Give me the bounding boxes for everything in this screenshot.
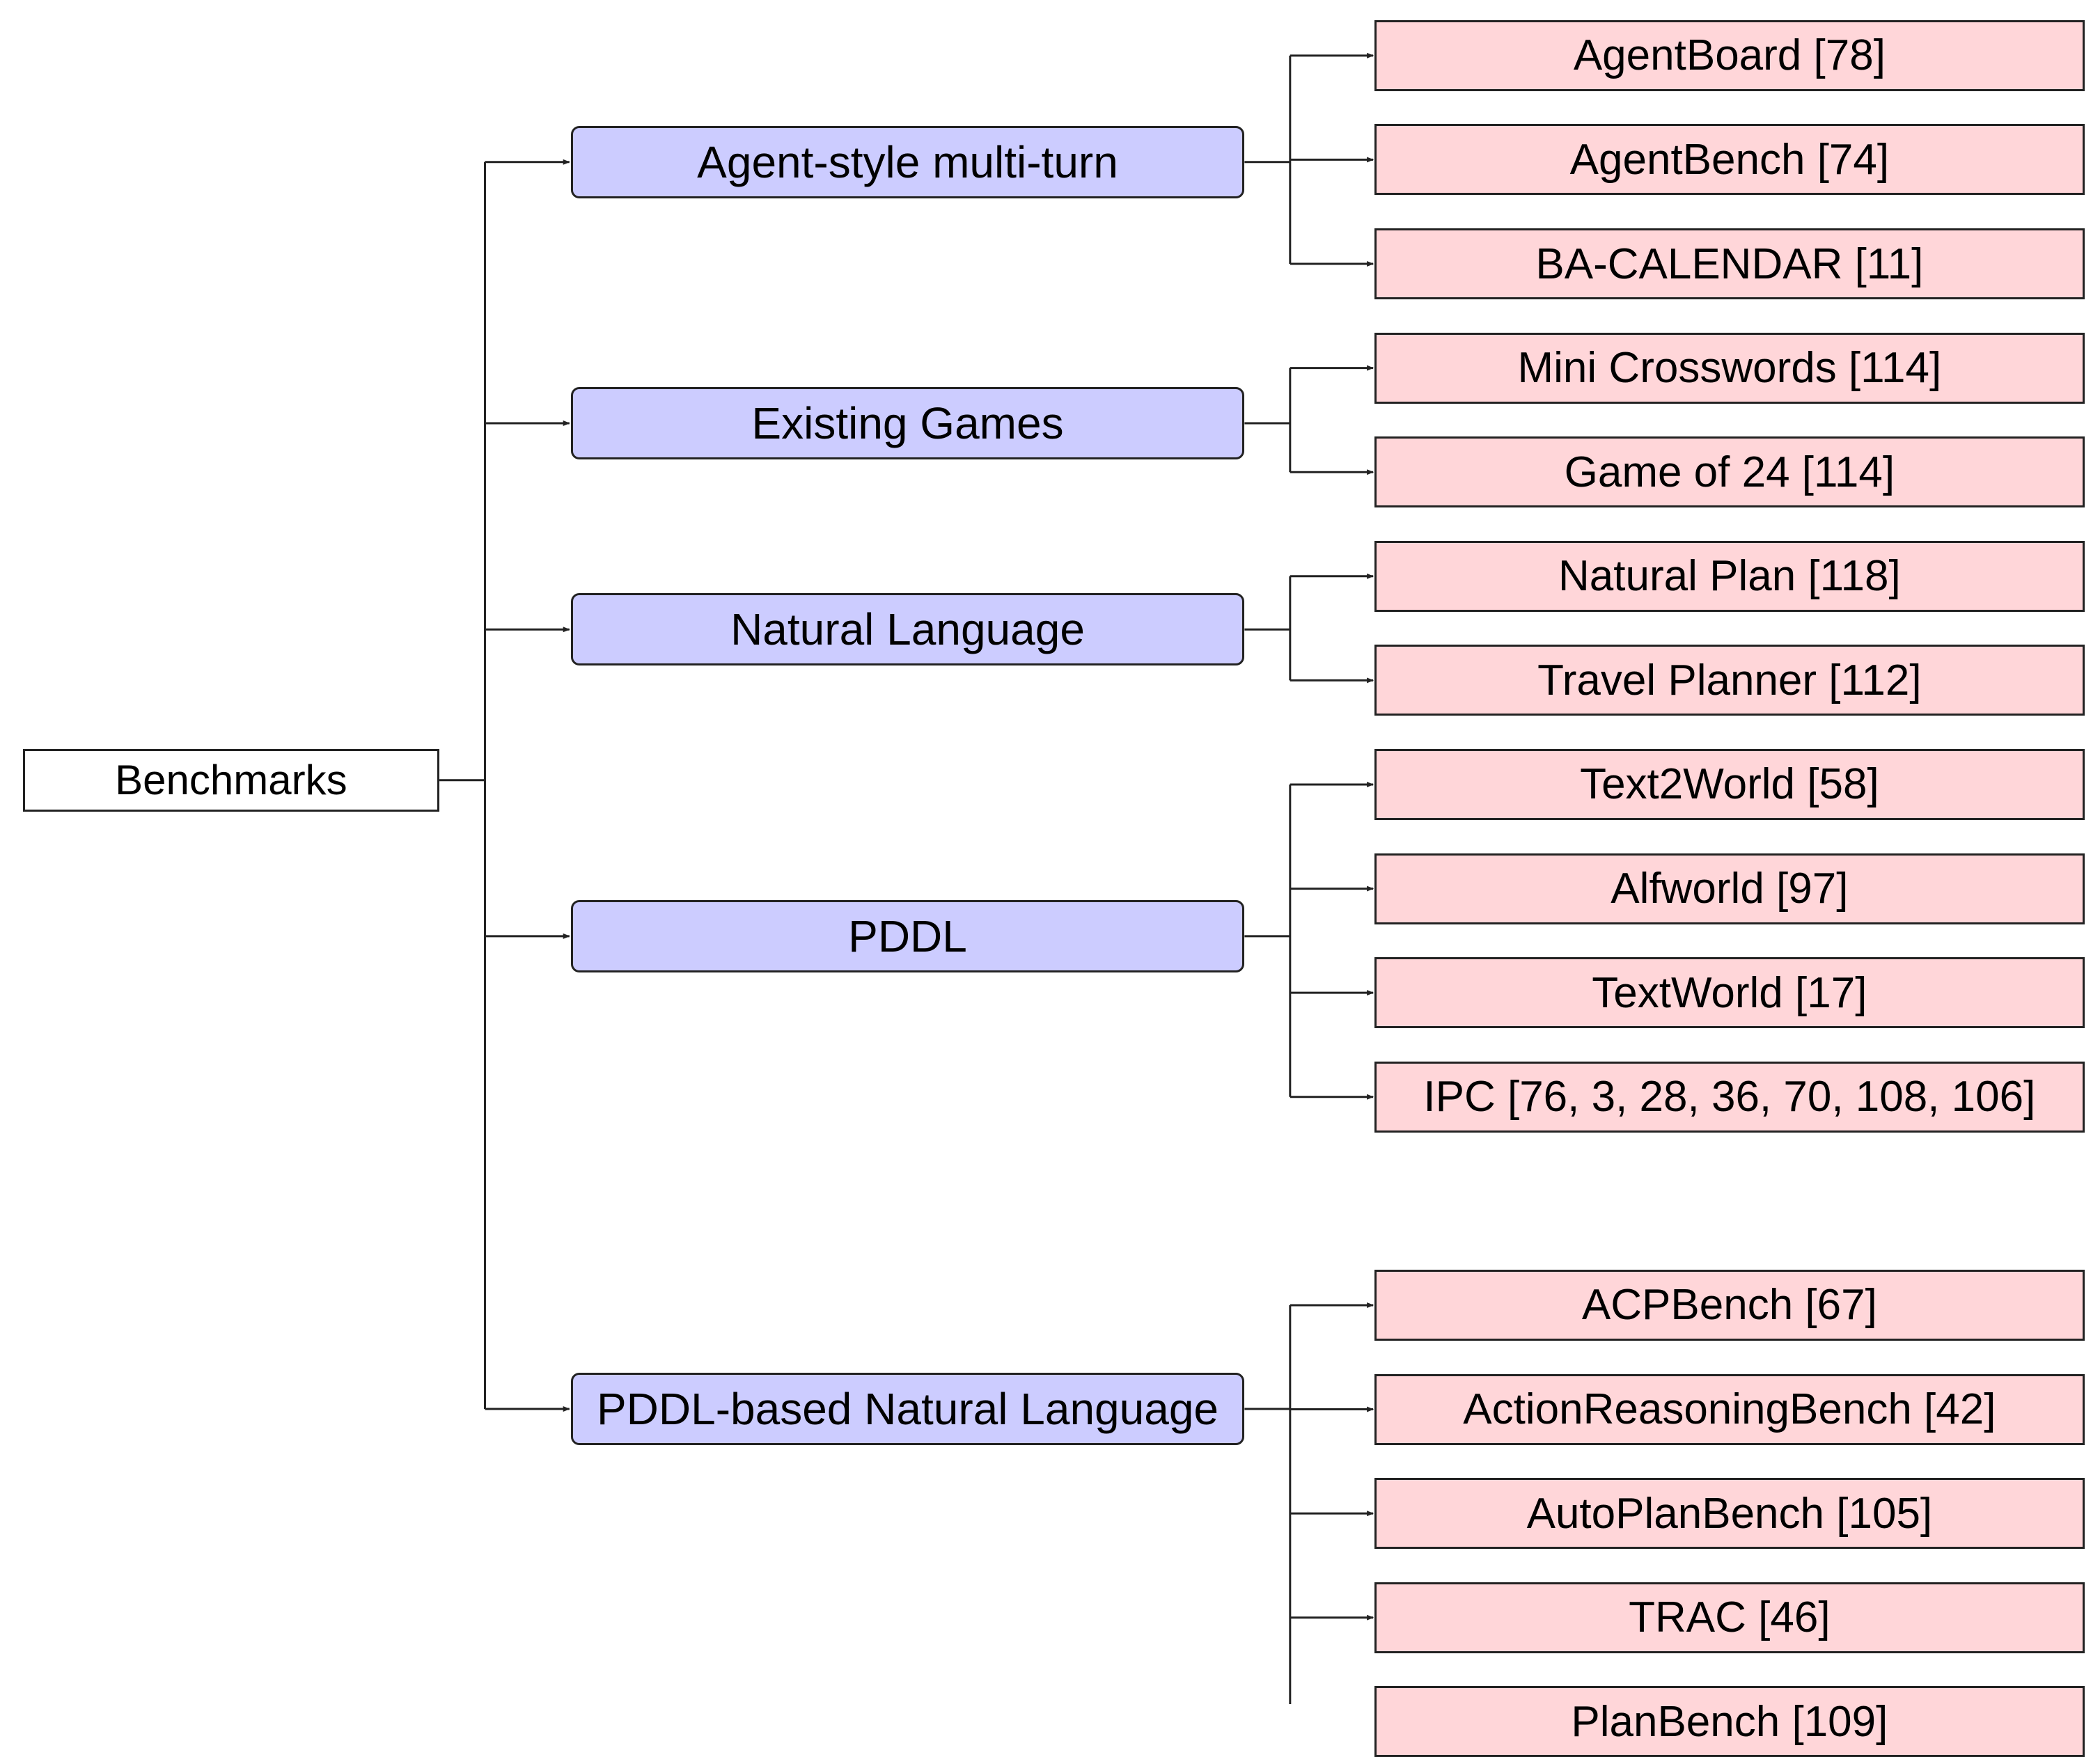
leaf-autoplanbench-105: AutoPlanBench [105] xyxy=(1374,1478,2085,1550)
leaf-game-of-24-114: Game of 24 [114] xyxy=(1374,436,2085,508)
leaf-actionreasoningbench-42: ActionReasoningBench [42] xyxy=(1374,1373,2085,1445)
leaf-acpbench-67: ACPBench [67] xyxy=(1374,1269,2085,1341)
leaf-text2world-58: Text2World [58] xyxy=(1374,748,2085,820)
leaf-textworld-17: TextWorld [17] xyxy=(1374,957,2085,1029)
leaf-mini-crosswords-114: Mini Crosswords [114] xyxy=(1374,332,2085,404)
category-pddl: PDDL xyxy=(570,899,1245,972)
root-node-benchmarks: Benchmarks xyxy=(22,748,440,812)
connector-lines xyxy=(439,52,1374,1704)
leaf-trac-46: TRAC [46] xyxy=(1374,1582,2085,1653)
leaf-agentboard-78: AgentBoard [78] xyxy=(1374,19,2085,91)
leaf-ipc-76-3-28-36-70-108-106: IPC [76, 3, 28, 36, 70, 108, 106] xyxy=(1374,1061,2085,1133)
leaf-ba-calendar-11: BA-CALENDAR [11] xyxy=(1374,228,2085,299)
category-existing-games: Existing Games xyxy=(570,387,1245,459)
category-agent-style-multi-turn: Agent-style multi-turn xyxy=(570,125,1245,198)
leaf-agentbench-74: AgentBench [74] xyxy=(1374,124,2085,196)
category-pddl-based-natural-language: PDDL-based Natural Language xyxy=(570,1373,1245,1445)
leaf-alfworld-97: Alfworld [97] xyxy=(1374,853,2085,924)
leaf-travel-planner-112: Travel Planner [112] xyxy=(1374,645,2085,716)
leaf-natural-plan-118: Natural Plan [118] xyxy=(1374,540,2085,612)
benchmark-taxonomy-diagram: Benchmarks Agent-style multi-turn AgentBoa… xyxy=(22,19,2085,1757)
leaf-planbench-109: PlanBench [109] xyxy=(1374,1686,2085,1757)
category-natural-language: Natural Language xyxy=(570,593,1245,666)
